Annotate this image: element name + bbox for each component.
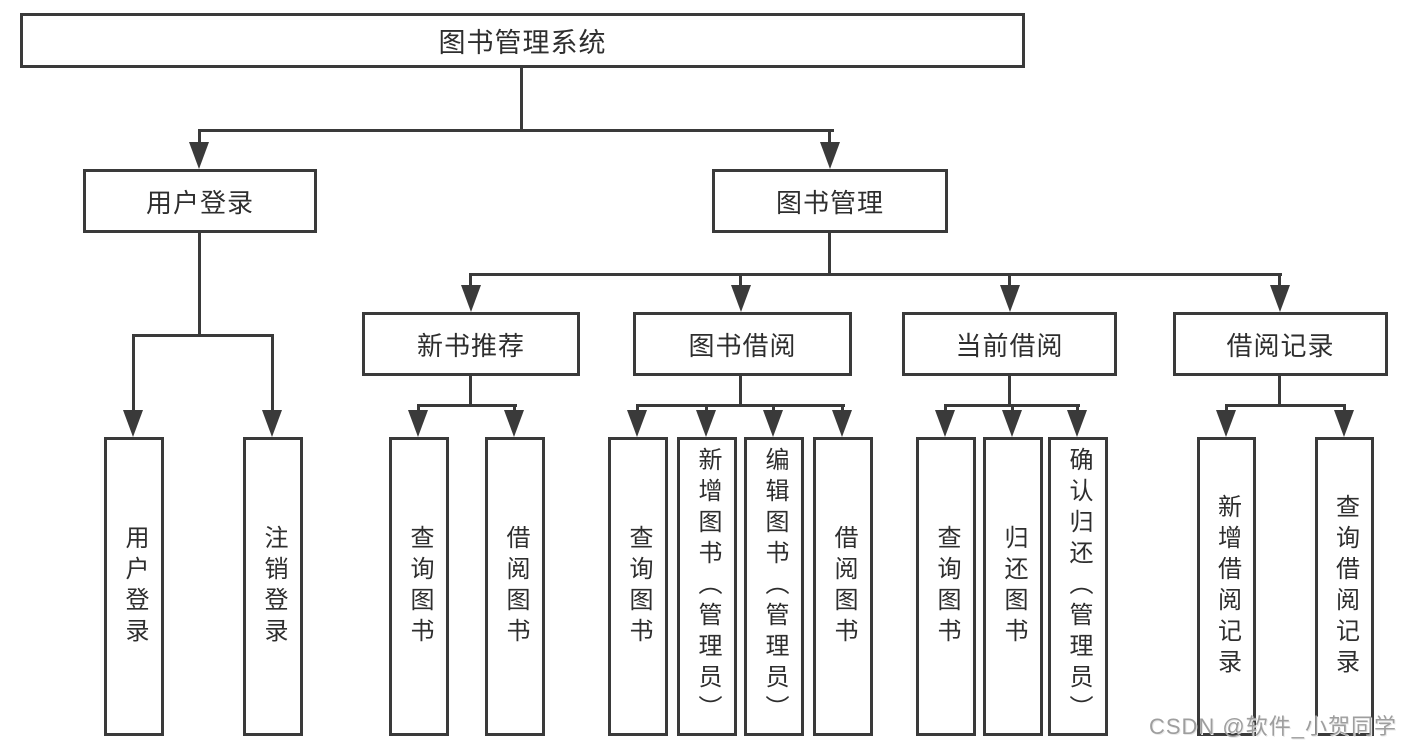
node-borrow-records: 借阅记录 [1173,312,1388,376]
connector-line [520,68,523,131]
connector-line [132,334,135,416]
connector-line [1278,376,1281,407]
connector-line [1008,376,1011,407]
arrow-down-icon [1000,285,1020,312]
arrow-down-icon [731,285,751,312]
node-book-management: 图书管理 [712,169,948,233]
arrow-down-icon [935,410,955,437]
arrow-down-icon [696,410,716,437]
leaf-borrow-books: 借阅图书 [813,437,873,736]
leaf-edit-books-admin: 编辑图书（管理员） [744,437,804,736]
leaf-confirm-return-admin: 确认归还（管理员） [1048,437,1108,736]
arrow-down-icon [820,142,840,169]
connector-line [198,233,201,337]
connector-line [469,376,472,407]
connector-line [636,404,845,407]
arrow-down-icon [1067,410,1087,437]
arrow-down-icon [1334,410,1354,437]
arrow-down-icon [504,410,524,437]
leaf-query-books-current: 查询图书 [916,437,976,736]
node-new-book-recommend: 新书推荐 [362,312,580,376]
connector-line [739,273,742,289]
leaf-query-borrow-record: 查询借阅记录 [1315,437,1374,736]
arrow-down-icon [763,410,783,437]
connector-line [828,129,831,146]
leaf-query-books-borrow: 查询图书 [608,437,668,736]
arrow-down-icon [123,410,143,437]
leaf-borrow-books-recommend: 借阅图书 [485,437,545,736]
connector-line [198,129,834,132]
connector-line [739,376,742,407]
arrow-down-icon [627,410,647,437]
connector-line [417,404,517,407]
arrow-down-icon [262,410,282,437]
watermark-text: CSDN @软件_小贺同学 [1148,714,1397,739]
node-book-borrow: 图书借阅 [633,312,852,376]
arrow-down-icon [832,410,852,437]
node-current-borrow: 当前借阅 [902,312,1117,376]
connector-line [1225,404,1346,407]
leaf-user-login: 用户登录 [104,437,164,736]
arrow-down-icon [189,142,209,169]
leaf-add-borrow-record: 新增借阅记录 [1197,437,1256,736]
arrow-down-icon [1270,285,1290,312]
connector-line [132,334,274,337]
node-user-login: 用户登录 [83,169,317,233]
connector-line [198,129,201,146]
arrow-down-icon [1002,410,1022,437]
leaf-query-books-recommend: 查询图书 [389,437,449,736]
arrow-down-icon [461,285,481,312]
node-root: 图书管理系统 [20,13,1025,68]
arrow-down-icon [408,410,428,437]
leaf-return-books: 归还图书 [983,437,1043,736]
connector-line [1008,273,1011,289]
connector-line [1278,273,1281,289]
connector-line [469,273,1282,276]
leaf-add-books-admin: 新增图书（管理员） [677,437,737,736]
arrow-down-icon [1216,410,1236,437]
connector-line [469,273,472,289]
connector-line [271,334,274,416]
leaf-logout: 注销登录 [243,437,303,736]
connector-line [828,233,831,276]
